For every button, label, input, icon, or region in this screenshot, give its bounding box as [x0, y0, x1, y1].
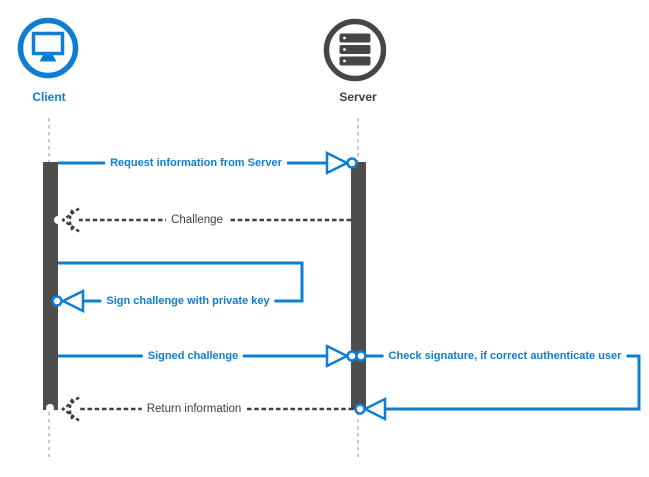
arrow-endpoint-circle-icon: [354, 403, 366, 415]
arrow-endpoint-circle-icon: [46, 404, 54, 412]
message-label-request-information: Request information from Server: [105, 156, 287, 170]
message-label-return-information: Return information: [141, 402, 247, 416]
sketched-arrowhead-icon: [60, 207, 80, 233]
arrow-endpoint-circle-icon: [346, 350, 358, 362]
server-activation-bar: [351, 162, 366, 410]
sketched-arrowhead-icon: [60, 396, 80, 422]
message-arrow-return-information: [46, 396, 353, 422]
client-activation-bar: [43, 162, 58, 410]
server-actor-label: Server: [337, 90, 379, 104]
open-arrowhead-icon: [325, 343, 350, 369]
arrow-endpoint-circle-icon: [346, 157, 358, 169]
message-label-signed-challenge: Signed challenge: [142, 349, 244, 363]
message-label-challenge: Challenge: [166, 213, 228, 227]
arrow-startpoint-circle-icon: [355, 350, 367, 362]
server-actor-stack-icon: [323, 18, 387, 82]
client-actor-monitor-icon: [17, 17, 79, 79]
client-actor-label: Client: [30, 90, 68, 104]
message-label-sign-challenge: Sign challenge with private key: [101, 294, 275, 308]
message-arrow-challenge: [54, 207, 351, 233]
open-arrowhead-icon: [60, 288, 85, 314]
open-arrowhead-icon: [325, 150, 350, 176]
open-arrowhead-icon: [362, 396, 387, 422]
arrow-endpoint-circle-icon: [54, 216, 62, 224]
message-label-check-signature: Check signature, if correct authenticate…: [383, 349, 627, 363]
arrow-endpoint-circle-icon: [51, 295, 63, 307]
